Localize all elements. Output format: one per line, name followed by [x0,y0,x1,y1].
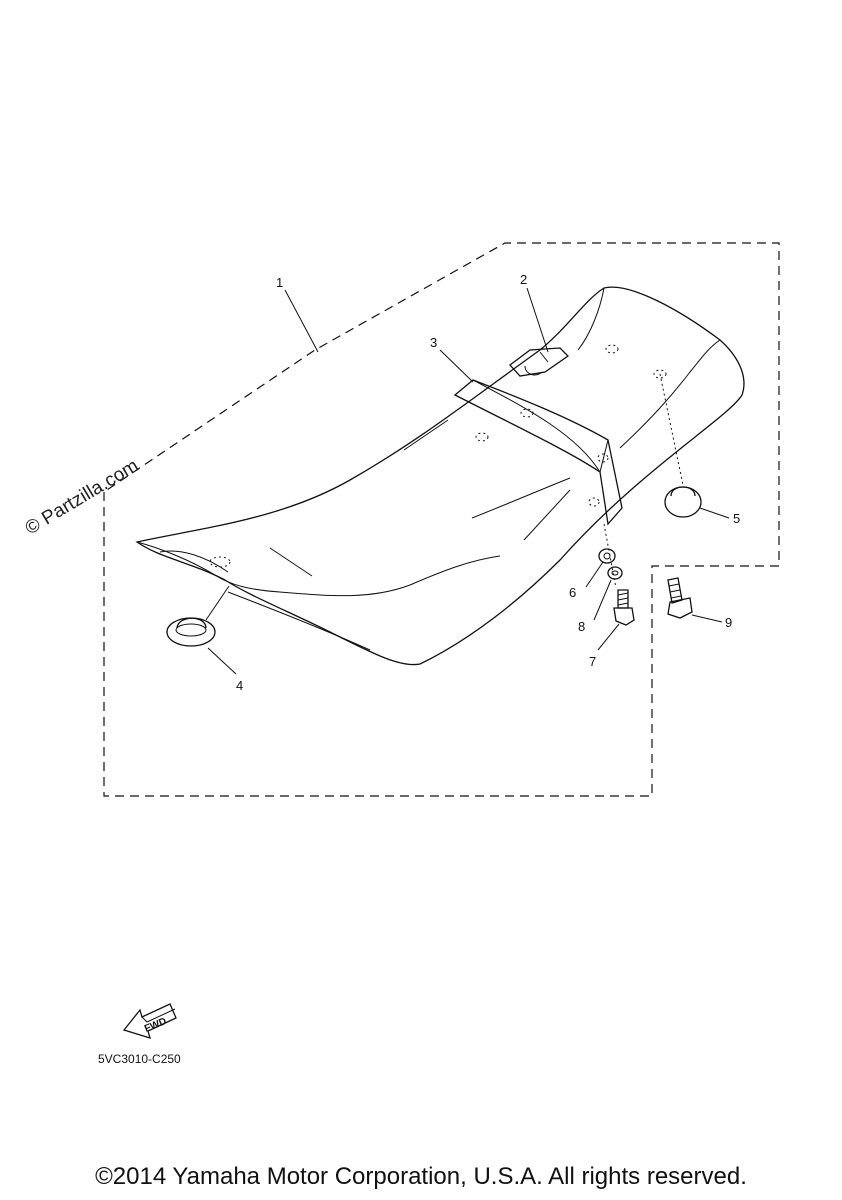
damper-5 [659,373,702,518]
watermark: © Partzilla.com [22,455,143,539]
assembly-boundary [103,242,780,797]
callout-8: 8 [578,619,585,634]
bolt-9 [667,577,693,619]
callout-3: 3 [430,335,437,350]
callout-4: 4 [236,678,243,693]
callout-2: 2 [520,272,527,287]
seat-latch [509,347,570,377]
callout-1: 1 [276,275,283,290]
callout-6: 6 [569,585,576,600]
damper-4 [166,617,216,647]
copyright-notice: ©2014 Yamaha Motor Corporation, U.S.A. A… [95,1163,747,1190]
callout-9: 9 [725,615,732,630]
fwd-label: FWD [143,1016,168,1035]
fwd-arrow-icon: FWD [122,1003,177,1039]
diagram-code: 5VC3010-C250 [98,1052,181,1066]
seat-assembly [135,286,745,666]
callout-7: 7 [589,654,596,669]
callout-5: 5 [733,511,740,526]
fastener-stack [598,523,635,626]
seat-strap [453,379,623,526]
